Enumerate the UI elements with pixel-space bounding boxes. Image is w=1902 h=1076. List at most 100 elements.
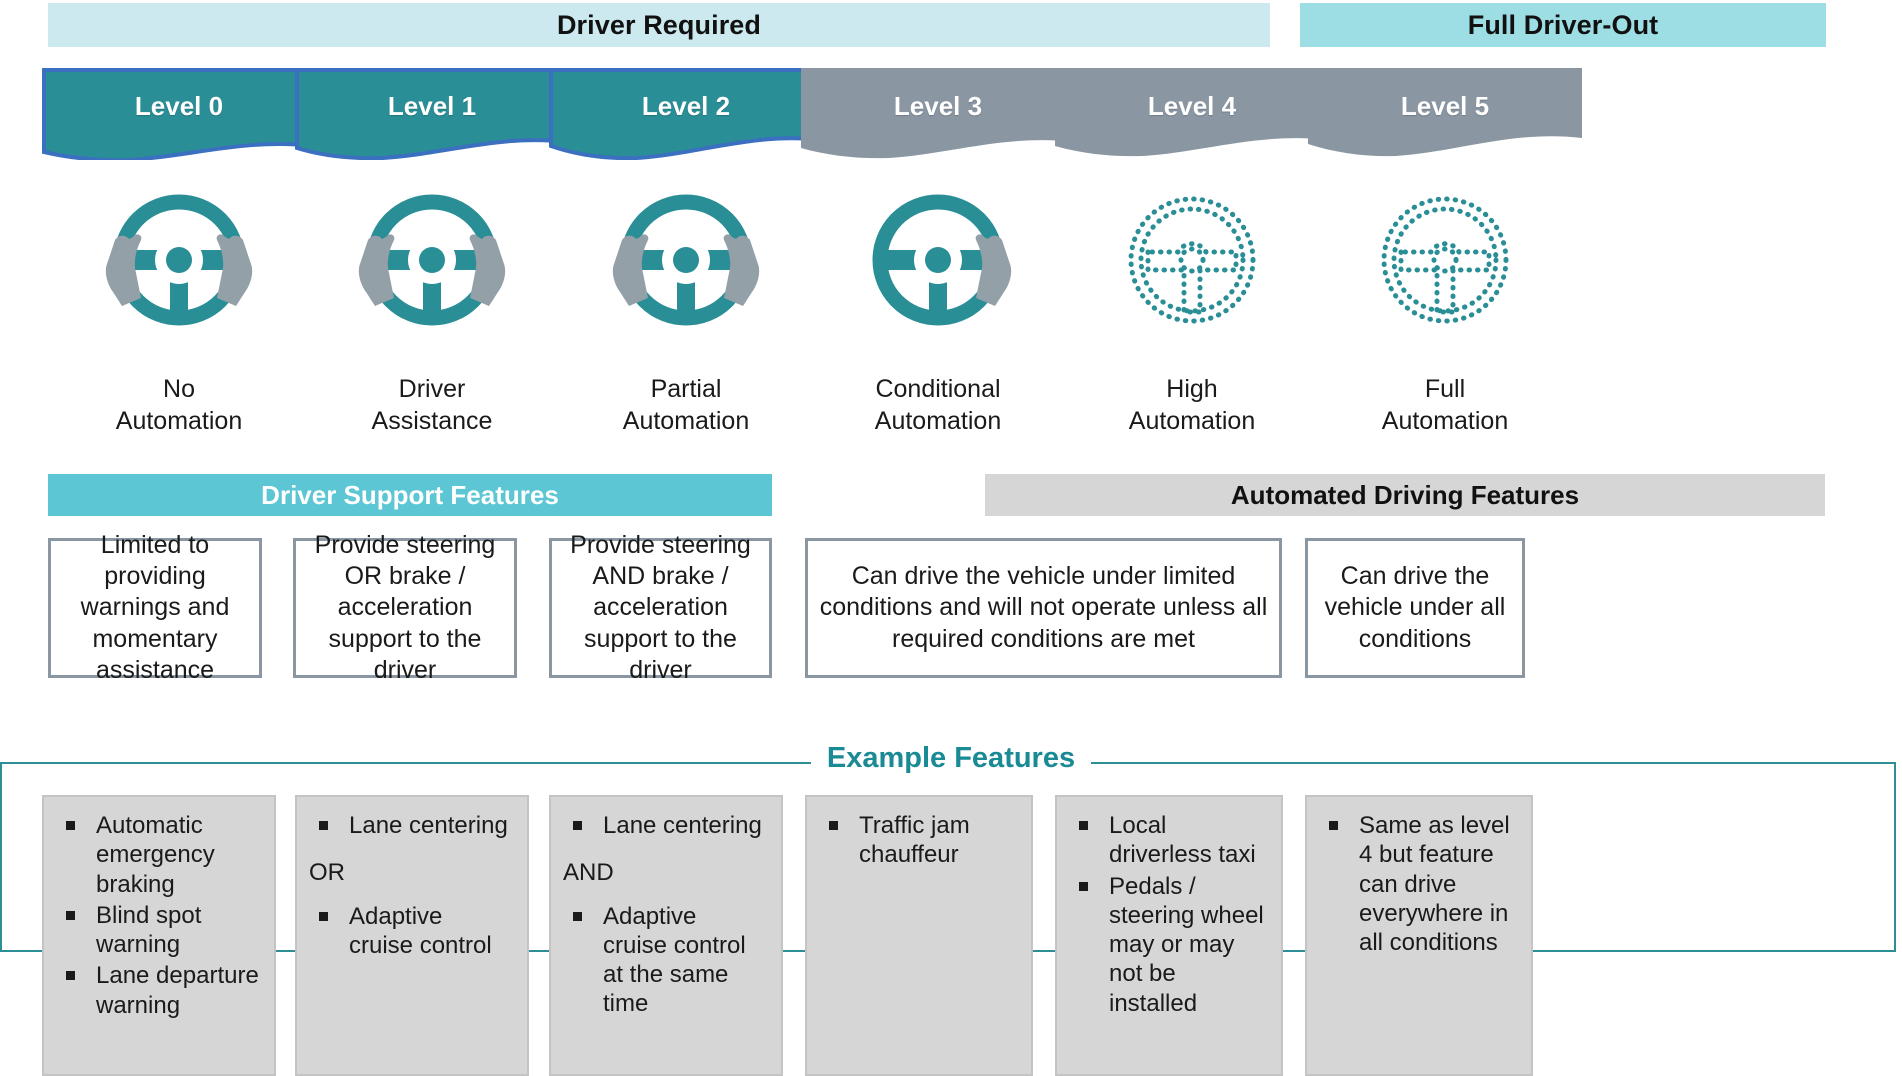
example-list: Lane centering <box>561 811 767 840</box>
example-conjunction: AND <box>563 859 614 887</box>
list-item: Lane centering <box>561 811 767 840</box>
steering-wheel-two-hands-icon <box>105 194 253 326</box>
bullet-square-icon <box>66 971 75 981</box>
example-box-level-1: Lane centering OR Adaptive cruise contro… <box>295 795 529 1076</box>
wheel-icon-level-2 <box>549 192 823 332</box>
description-box-level-2: Provide steering AND brake / acceleratio… <box>549 531 772 684</box>
steering-wheel-dotted-icon <box>1381 196 1509 324</box>
wheel-icon-level-3 <box>801 192 1075 332</box>
example-text: Adaptive cruise control at the same time <box>603 902 746 1018</box>
wheel-icon-level-5 <box>1308 192 1582 332</box>
level-tab-label: Level 3 <box>893 90 983 121</box>
bullet-square-icon <box>319 911 328 921</box>
wheel-icon-level-1 <box>295 192 569 332</box>
band-full-driver-out: Full Driver-Out <box>1300 3 1826 47</box>
ribbon-shape <box>1308 68 1582 157</box>
description-box-level-1: Provide steering OR brake / acceleration… <box>293 531 517 684</box>
steering-wheel-two-hands-icon <box>612 194 760 326</box>
example-text: Adaptive cruise control <box>349 902 492 959</box>
bullet-square-icon <box>573 821 582 830</box>
level-tab-label: Level 1 <box>387 90 477 121</box>
list-item: Same as level 4 but feature can drive ev… <box>1317 811 1517 957</box>
bullet-square-icon <box>1079 821 1088 830</box>
description-box-level-5: Can drive the vehicle under all conditio… <box>1305 538 1525 678</box>
example-text: Blind spot warning <box>96 901 202 959</box>
example-text: Local driverless taxi <box>1109 812 1256 869</box>
example-box-level-4: Local driverless taxi Pedals / steering … <box>1055 795 1283 1076</box>
example-list: Automatic emergency braking Blind spot w… <box>54 811 260 1020</box>
bullet-square-icon <box>573 911 582 921</box>
caption-line: Partial <box>650 375 722 403</box>
list-item: Adaptive cruise control <box>307 902 513 961</box>
level-tab-label: Level 4 <box>1147 90 1237 121</box>
caption-line: Automation <box>1128 407 1256 435</box>
example-text: Same as level 4 but feature can drive ev… <box>1359 812 1510 957</box>
list-item: Blind spot warning <box>54 901 260 960</box>
example-list: Lane centering <box>307 811 513 840</box>
caption-line: Conditional <box>875 375 1001 403</box>
example-text: Lane centering <box>603 812 762 839</box>
list-item: Local driverless taxi <box>1067 811 1267 870</box>
level-tab-1[interactable]: Level 1 <box>295 68 569 160</box>
bullet-square-icon <box>319 821 328 830</box>
description-box-level-3-4: Can drive the vehicle under limited cond… <box>805 538 1282 678</box>
ribbon-shape <box>1055 68 1329 157</box>
example-box-level-0: Automatic emergency braking Blind spot w… <box>42 795 276 1076</box>
caption-line: High <box>1166 375 1218 403</box>
caption-line: Automation <box>115 407 243 435</box>
example-box-level-2: Lane centering AND Adaptive cruise contr… <box>549 795 783 1076</box>
list-item: Lane centering <box>307 811 513 840</box>
example-box-level-3: Traffic jam chauffeur <box>805 795 1033 1076</box>
level-tab-label: Level 0 <box>134 90 224 121</box>
bullet-square-icon <box>66 821 75 830</box>
bullet-square-icon <box>66 910 75 920</box>
example-text: Traffic jam chauffeur <box>859 812 970 869</box>
list-item: Automatic emergency braking <box>54 811 260 899</box>
band-driver-support-features: Driver Support Features <box>48 474 772 516</box>
example-list: Same as level 4 but feature can drive ev… <box>1317 811 1517 957</box>
steering-wheel-two-hands-icon <box>358 194 506 326</box>
bullet-square-icon <box>1329 821 1338 830</box>
ribbon-shape <box>42 68 316 160</box>
list-item: Lane departure warning <box>54 961 260 1020</box>
example-box-level-5: Same as level 4 but feature can drive ev… <box>1305 795 1533 1076</box>
example-list: Traffic jam chauffeur <box>817 811 1017 870</box>
example-text: Lane departure warning <box>96 962 259 1019</box>
level-tab-4[interactable]: Level 4 <box>1055 68 1329 160</box>
level-tab-3[interactable]: Level 3 <box>801 68 1075 160</box>
wheel-icon-level-0 <box>42 192 316 332</box>
example-text: Automatic emergency braking <box>96 812 215 898</box>
example-conjunction: OR <box>309 859 345 887</box>
steering-wheel-dotted-icon <box>1128 196 1256 324</box>
ribbon-shape <box>295 68 569 160</box>
ribbon-shape <box>549 68 823 160</box>
band-automated-driving-features: Automated Driving Features <box>985 474 1825 516</box>
list-item: Adaptive cruise control at the same time <box>561 902 767 1019</box>
level-tab-label: Level 2 <box>641 90 731 121</box>
level-tab-2[interactable]: Level 2 <box>549 68 823 160</box>
steering-wheel-one-hand-icon <box>872 194 1012 326</box>
example-list: Adaptive cruise control at the same time <box>561 902 767 1019</box>
level-tab-5[interactable]: Level 5 <box>1308 68 1582 160</box>
level-tab-0[interactable]: Level 0 <box>42 68 316 160</box>
wheel-icon-level-4 <box>1055 192 1329 332</box>
example-text: Lane centering <box>349 812 508 839</box>
example-text: Pedals / steering wheel may or may not b… <box>1109 872 1264 1017</box>
caption-line: No <box>163 375 195 403</box>
band-driver-required: Driver Required <box>48 3 1270 47</box>
bullet-square-icon <box>1079 881 1088 891</box>
level-tab-label: Level 5 <box>1400 90 1490 121</box>
ribbon-shape <box>801 68 1075 159</box>
example-list: Local driverless taxi Pedals / steering … <box>1067 811 1267 1018</box>
example-list: Adaptive cruise control <box>307 902 513 961</box>
caption-line: Driver <box>398 375 466 403</box>
list-item: Pedals / steering wheel may or may not b… <box>1067 872 1267 1018</box>
caption-line: Automation <box>1381 407 1509 435</box>
bullet-square-icon <box>829 821 838 830</box>
description-box-level-0: Limited to providing warnings and moment… <box>48 531 262 684</box>
